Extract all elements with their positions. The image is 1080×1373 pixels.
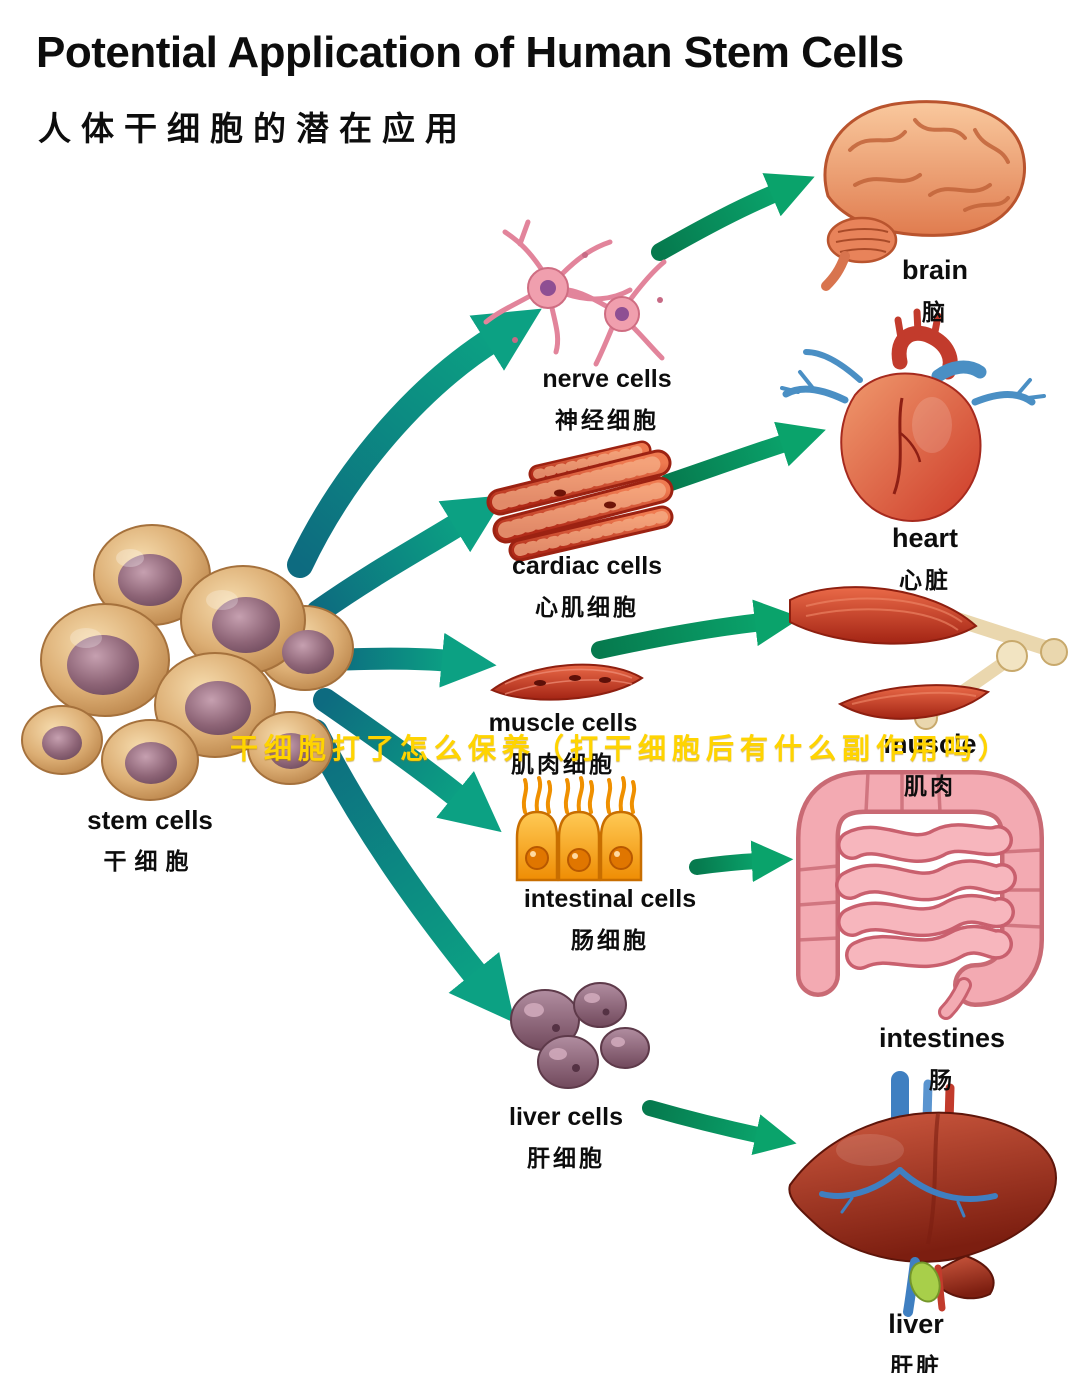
muscle-cells-en: muscle cells	[488, 709, 638, 737]
gallbladder-shape	[909, 1261, 941, 1303]
label-muscle: muscle 肌肉	[840, 729, 1020, 801]
stem-cells-zh: 干细胞	[103, 847, 197, 874]
muscle-cells-illustration	[490, 663, 644, 701]
heart-illustration	[780, 308, 1046, 522]
intestinal-cells-illustration	[515, 776, 643, 882]
label-intestinal-cells: intestinal cells 肠细胞	[498, 885, 722, 955]
page-subtitle: 人体干细胞的潜在应用	[38, 110, 468, 147]
muscle-en: muscle	[883, 729, 977, 759]
intestines-illustration	[796, 770, 1044, 1020]
nerve-cells-zh: 神经细胞	[555, 406, 659, 433]
arrows-cells-to-organs	[591, 173, 826, 1156]
label-cardiac-cells: cardiac cells 心肌细胞	[477, 552, 697, 622]
arrow-stem-to-cardiac	[306, 495, 506, 624]
nerve-cells-en: nerve cells	[542, 365, 672, 393]
nerve-cells-illustration	[483, 219, 667, 367]
page-title: Potential Application of Human Stem Cell…	[36, 28, 904, 77]
arrow-stem-to-nerve	[287, 308, 542, 578]
arrow-stem-to-intestinal	[313, 688, 502, 833]
intestinal-cells-en: intestinal cells	[523, 885, 697, 913]
stem-cells-illustration	[21, 524, 354, 801]
liver-cells-illustration	[510, 982, 650, 1089]
liver-zh: 肝脏	[890, 1352, 942, 1373]
liver-illustration	[788, 1071, 1058, 1317]
label-muscle-cells: muscle cells 肌肉细胞	[450, 709, 676, 779]
intestines-zh: 肠	[929, 1066, 955, 1093]
label-intestines: intestines 肠	[850, 1023, 1034, 1095]
label-liver-cells: liver cells 肝细胞	[456, 1103, 676, 1173]
arrow-intestinal-to-intestines	[689, 840, 794, 883]
liver-cells-zh: 肝细胞	[527, 1144, 605, 1171]
muscle-arm-illustration	[789, 586, 1068, 730]
muscle-cells-zh: 肌肉细胞	[511, 750, 615, 777]
label-brain: brain 脑	[845, 255, 1025, 327]
heart-zh: 心脏	[899, 566, 951, 593]
liver-en: liver	[888, 1309, 944, 1339]
arrow-livercells-to-liver	[642, 1100, 797, 1156]
arrow-nerve-to-brain	[651, 173, 815, 261]
brain-illustration	[821, 100, 1027, 291]
cardiac-cells-en: cardiac cells	[511, 552, 663, 580]
cardiac-cells-illustration	[486, 440, 674, 562]
label-heart: heart 心脏	[835, 523, 1015, 595]
label-stem-cells: stem cells 干细胞	[40, 806, 260, 876]
intestinal-cells-zh: 肠细胞	[571, 926, 649, 953]
cardiac-cells-zh: 心肌细胞	[535, 593, 639, 620]
intestines-en: intestines	[878, 1023, 1006, 1053]
liver-cells-en: liver cells	[509, 1103, 623, 1131]
arrows-stem-to-cells	[287, 308, 542, 1023]
brain-en: brain	[901, 255, 968, 285]
label-nerve-cells: nerve cells 神经细胞	[497, 365, 717, 435]
heart-en: heart	[891, 523, 959, 553]
arrow-stem-to-liver	[302, 719, 515, 1023]
brain-zh: 脑	[922, 298, 948, 325]
stem-cells-en: stem cells	[87, 805, 213, 835]
label-liver: liver 肝脏	[826, 1309, 1006, 1373]
arrow-cardiac-to-heart	[659, 421, 826, 492]
arrow-musclecells-to-muscle	[591, 599, 802, 659]
muscle-zh: 肌肉	[904, 772, 956, 799]
watermark-text: 干细胞打了怎么保养（打干细胞后有什么副作用吗）	[230, 733, 1013, 764]
